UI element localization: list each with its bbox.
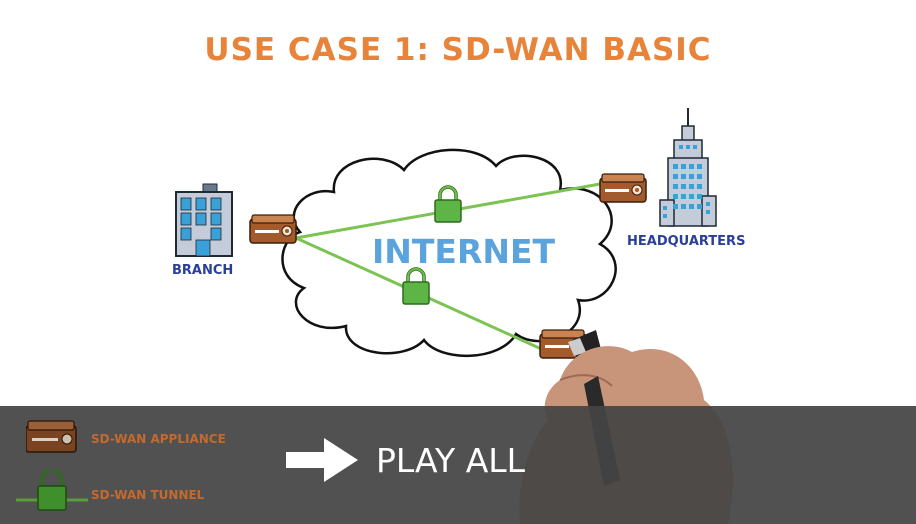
play-all-button[interactable]: PLAY ALL bbox=[286, 438, 525, 482]
cloud-icon bbox=[281, 148, 617, 358]
play-all-label: PLAY ALL bbox=[376, 440, 526, 480]
video-overlay-bar bbox=[0, 406, 916, 524]
internet-label: INTERNET bbox=[372, 232, 556, 271]
router-appliance-icon bbox=[249, 214, 297, 244]
office-building-icon bbox=[175, 183, 233, 257]
arrow-right-icon bbox=[286, 438, 358, 482]
skyscraper-icon bbox=[659, 108, 717, 227]
page-title: USE CASE 1: SD-WAN BASIC bbox=[204, 32, 712, 68]
branch-label: BRANCH bbox=[172, 263, 234, 278]
router-appliance-icon bbox=[599, 173, 647, 203]
legend-appliance-icon bbox=[26, 420, 77, 453]
legend-tunnel-icon bbox=[16, 470, 88, 511]
legend-appliance-label: SD-WAN APPLIANCE bbox=[91, 432, 226, 446]
headquarters-label: HEADQUARTERS bbox=[627, 234, 746, 249]
legend-tunnel-label: SD-WAN TUNNEL bbox=[91, 488, 205, 502]
